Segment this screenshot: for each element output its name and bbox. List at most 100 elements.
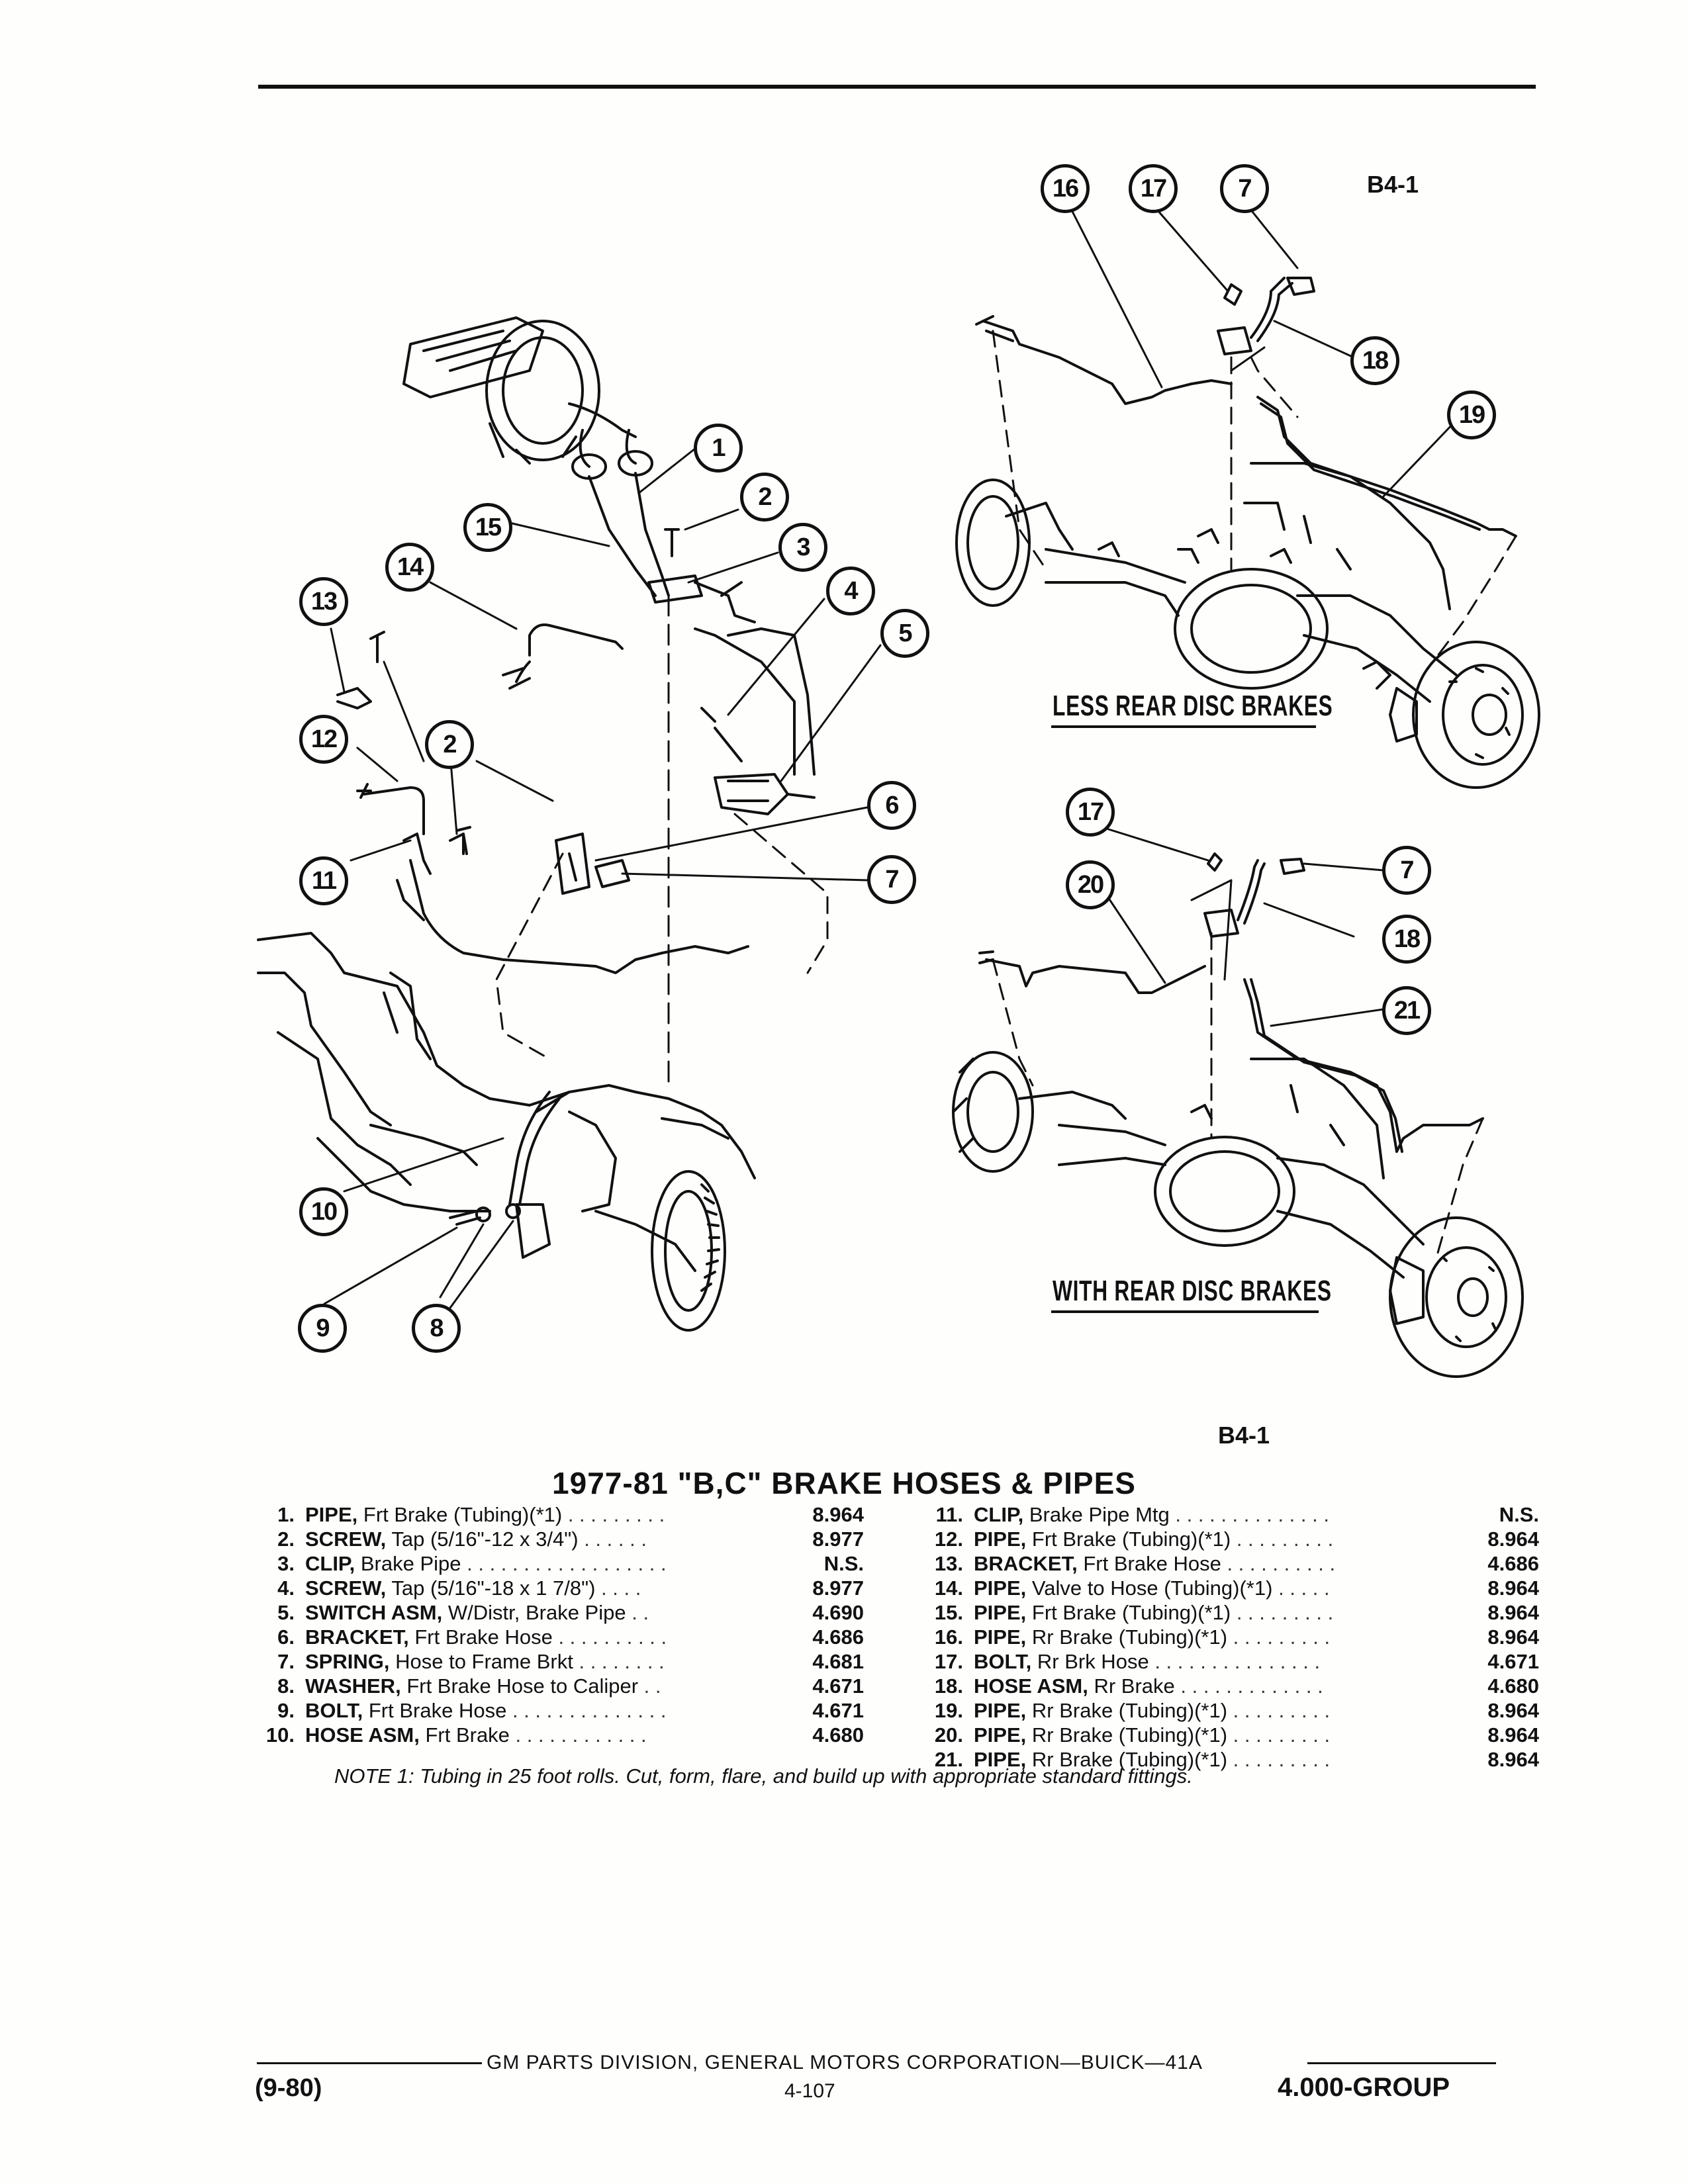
part-name: HOSE ASM, <box>974 1674 1088 1698</box>
part-name: PIPE, <box>974 1576 1027 1600</box>
part-description: PIPE, Rr Brake (Tubing)(*1) . . . . . . … <box>974 1723 1330 1747</box>
label-less-rear-disc: LESS REAR DISC BRAKES <box>1053 690 1333 723</box>
leader-dots: . . . . . . . . . <box>1236 1601 1334 1624</box>
callout-4: 4 <box>826 567 875 615</box>
part-number: 13. <box>934 1552 963 1575</box>
group-reference: 4.671 <box>1487 1650 1539 1673</box>
callout-3: 3 <box>778 523 827 572</box>
leader-dots: . . . . . . . . . . . . . . . <box>1154 1650 1321 1673</box>
callout-5: 5 <box>880 609 929 658</box>
group-reference: 8.964 <box>1487 1723 1539 1747</box>
part-name: PIPE, <box>974 1723 1027 1747</box>
callout-17: 17 <box>1129 164 1178 213</box>
callout-17-rear-lower: 17 <box>1066 788 1115 837</box>
callout-7-rear-lower: 7 <box>1382 846 1431 895</box>
part-number: 19. <box>934 1699 963 1722</box>
part-description: HOSE ASM, Rr Brake . . . . . . . . . . .… <box>974 1674 1323 1698</box>
rear-disc-diagram <box>952 826 1524 1378</box>
part-number: 17. <box>934 1650 963 1673</box>
parts-row: 12. PIPE, Frt Brake (Tubing)(*1) . . . . … <box>923 1527 1539 1551</box>
part-detail: Rr Brake (Tubing)(*1) <box>1031 1723 1228 1747</box>
leader-dots: . . . . . . . . . . . . . . <box>512 1699 667 1722</box>
figure-tag-bottom: B4-1 <box>1218 1422 1270 1449</box>
part-description: CLIP, Brake Pipe . . . . . . . . . . . .… <box>305 1551 667 1576</box>
leader-dots: . . . . . . . . . <box>1233 1723 1331 1747</box>
part-number: 20. <box>934 1723 963 1747</box>
group-reference: 8.977 <box>812 1576 864 1600</box>
part-detail: Frt Brake (Tubing)(*1) <box>1031 1601 1231 1624</box>
callout-2-lower: 2 <box>425 720 474 769</box>
part-description: BOLT, Rr Brk Hose . . . . . . . . . . . … <box>974 1649 1320 1674</box>
callout-18-rear-lower: 18 <box>1382 915 1431 964</box>
leader-dots: . . . . . . . . . . <box>558 1625 667 1649</box>
group-reference: 8.964 <box>1487 1748 1539 1771</box>
part-number: 12. <box>934 1527 963 1551</box>
part-name: PIPE, <box>974 1527 1027 1551</box>
group-reference: 4.686 <box>1487 1552 1539 1575</box>
leader-dots: . . . . <box>601 1576 641 1600</box>
part-number: 18. <box>934 1674 963 1698</box>
label-less-rear-disc-text: LESS REAR DISC BRAKES <box>1053 690 1333 722</box>
leader-dots: . . . . . . . . . <box>567 1503 665 1526</box>
part-description: HOSE ASM, Frt Brake . . . . . . . . . . … <box>305 1723 647 1747</box>
part-detail: Frt Brake (Tubing)(*1) <box>363 1503 563 1526</box>
parts-row: 9.BOLT, Frt Brake Hose . . . . . . . . .… <box>255 1698 864 1723</box>
part-description: PIPE, Frt Brake (Tubing)(*1) . . . . . .… <box>305 1502 665 1527</box>
part-number: 21. <box>934 1748 963 1771</box>
front-brake-diagram <box>257 316 882 1332</box>
part-name: BRACKET, <box>974 1552 1078 1575</box>
leader-dots: . . <box>643 1674 661 1698</box>
group-reference: 8.964 <box>1487 1699 1539 1722</box>
part-description: PIPE, Rr Brake (Tubing)(*1) . . . . . . … <box>974 1698 1330 1723</box>
part-number: 6. <box>277 1625 295 1649</box>
part-name: SCREW, <box>305 1527 387 1551</box>
part-description: SCREW, Tap (5/16"-18 x 1 7/8") . . . . <box>305 1576 641 1600</box>
callout-8: 8 <box>412 1304 461 1353</box>
part-detail: Rr Brk Hose <box>1037 1650 1149 1673</box>
header-rule <box>258 85 1536 89</box>
part-name: BOLT, <box>974 1650 1032 1673</box>
leader-dots: . . . . . . . . . <box>1236 1527 1334 1551</box>
callout-21: 21 <box>1382 986 1431 1035</box>
part-detail: Hose to Frame Brkt <box>395 1650 573 1673</box>
part-number: 4. <box>277 1576 295 1600</box>
part-detail: Frt Brake Hose <box>368 1699 507 1722</box>
group-reference: 4.680 <box>812 1723 864 1747</box>
part-number: 3. <box>277 1552 295 1575</box>
part-detail: Frt Brake <box>425 1723 510 1747</box>
callout-18: 18 <box>1350 336 1399 385</box>
parts-row: 18. HOSE ASM, Rr Brake . . . . . . . . . … <box>923 1674 1539 1698</box>
part-name: SCREW, <box>305 1576 387 1600</box>
group-reference: N.S. <box>1499 1503 1539 1526</box>
footer-date-code: (9-80) <box>255 2074 322 2102</box>
part-name: BRACKET, <box>305 1625 409 1649</box>
part-description: PIPE, Frt Brake (Tubing)(*1) . . . . . .… <box>974 1600 1333 1625</box>
callout-9: 9 <box>298 1304 347 1353</box>
footer-rule-left <box>257 2062 482 2064</box>
group-reference: 8.964 <box>1487 1625 1539 1649</box>
part-number: 8. <box>277 1674 295 1698</box>
footer-division: GM PARTS DIVISION, GENERAL MOTORS CORPOR… <box>487 2052 1203 2073</box>
leader-dots: . . . . . . . . . <box>1233 1625 1331 1649</box>
part-name: PIPE, <box>974 1699 1027 1722</box>
section-title: 1977-81 "B,C" BRAKE HOSES & PIPES <box>552 1466 1136 1500</box>
part-name: PIPE, <box>974 1601 1027 1624</box>
part-detail: Tap (5/16"-18 x 1 7/8") <box>391 1576 596 1600</box>
part-number: 2. <box>277 1527 295 1551</box>
footer-group: 4.000-GROUP <box>1278 2073 1450 2102</box>
group-reference: 8.964 <box>1487 1601 1539 1624</box>
part-description: PIPE, Frt Brake (Tubing)(*1) . . . . . .… <box>974 1527 1333 1551</box>
part-detail: Rr Brake (Tubing)(*1) <box>1031 1625 1228 1649</box>
part-detail: Brake Pipe <box>360 1552 461 1575</box>
parts-row: 4. SCREW, Tap (5/16"-18 x 1 7/8") . . . .… <box>255 1576 864 1600</box>
leader-dots: . . . . . . . . <box>579 1650 665 1673</box>
callout-15: 15 <box>463 503 512 552</box>
parts-row: 21.PIPE, Rr Brake (Tubing)(*1) . . . . .… <box>923 1747 1539 1772</box>
footer-rule-right <box>1307 2062 1496 2064</box>
parts-list-left: 1.PIPE, Frt Brake (Tubing)(*1) . . . . .… <box>255 1502 864 1747</box>
parts-row: 2.SCREW, Tap (5/16"-12 x 3/4") . . . . .… <box>255 1527 864 1551</box>
leader-dots: . . . . . . . . . . . . . . . . . . <box>467 1552 667 1575</box>
part-number: 15. <box>934 1601 963 1624</box>
parts-row: 3. CLIP, Brake Pipe . . . . . . . . . . .… <box>255 1551 864 1576</box>
figure-tag-top: B4-1 <box>1367 171 1419 198</box>
